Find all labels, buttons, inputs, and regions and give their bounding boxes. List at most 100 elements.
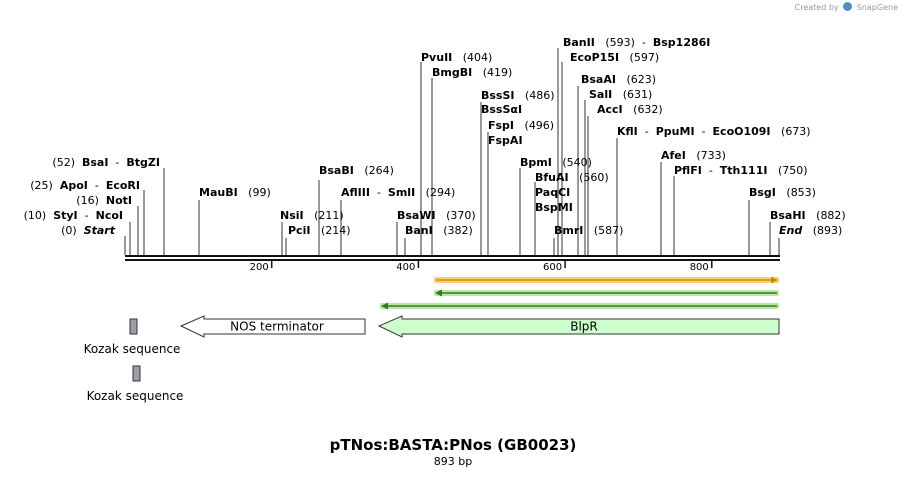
enzyme-name: BfuAI [535,171,569,184]
enzyme-position: (597) [619,51,659,64]
enzyme-label-row[interactable]: AfeI (733) [661,149,726,162]
enzyme-name: BmgBI [432,66,472,79]
enzyme-position: (404) [452,51,492,64]
feature-label: Kozak sequence [87,389,184,403]
enzyme-label-row[interactable]: AflIII - SmlI (294) [341,186,455,199]
enzyme-label-row[interactable]: BanI (382) [405,224,473,237]
enzyme-name: BsgI [749,186,776,199]
enzyme-label-row[interactable]: (16) NotI [76,194,132,207]
enzyme-label-row[interactable]: PflFI - Tth111I (750) [674,164,808,177]
enzyme-name: BtgZI [126,156,160,169]
enzyme-label-row[interactable]: BsgI (853) [749,186,816,199]
orf-reverse-1[interactable] [434,289,779,297]
enzyme-name: Bsp1286I [653,36,711,49]
credit-text: Created by [794,3,839,12]
enzyme-label-row[interactable]: BspMI [535,201,573,214]
feature-kozak-1[interactable]: Kozak sequence [84,318,181,356]
enzyme-position: (560) [569,171,609,184]
feature-nos-terminator[interactable]: NOS terminator [179,315,366,338]
snapgene-credit: Created by SnapGene [795,2,898,12]
enzyme-name: BmrI [554,224,583,237]
enzyme-name: Start [84,224,116,237]
enzyme-name: PaqCI [535,186,570,199]
enzyme-label-row[interactable]: BsaBI (264) [319,164,394,177]
enzyme-label-row[interactable]: (25) ApoI - EcoRI [30,179,140,192]
enzyme-position: (10) [24,209,54,222]
enzyme-label-row[interactable]: BmrI (587) [554,224,623,237]
enzyme-position: (623) [616,73,656,86]
ruler-tick-label: 400 [396,262,415,273]
enzyme-label-row[interactable]: End (893) [779,224,842,237]
enzyme-separator: - [370,186,388,199]
enzyme-separator: - [635,36,653,49]
enzyme-label-row[interactable]: SalI (631) [589,88,652,101]
enzyme-position: (294) [415,186,455,199]
enzyme-name: SalI [589,88,612,101]
enzyme-position: (52) [52,156,82,169]
enzyme-label-row[interactable]: FspI (496) [488,119,554,132]
enzyme-position: (16) [76,194,106,207]
enzyme-label-row[interactable]: BssSI (486) [481,89,555,102]
enzyme-label-row[interactable]: (0) Start [61,224,116,237]
enzyme-label-row[interactable]: BfuAI (560) [535,171,609,184]
map-length: 893 bp [433,455,473,468]
enzyme-label-row[interactable]: BmgBI (419) [432,66,512,79]
enzyme-label-row[interactable]: BssSαI [481,103,522,116]
enzyme-label-row[interactable]: PciI (214) [288,224,351,237]
enzyme-label-row[interactable]: PaqCI [535,186,570,199]
enzyme-label-row[interactable]: FspAI [488,134,523,147]
orf-forward[interactable] [434,276,779,284]
orf-reverse-2[interactable] [380,302,779,310]
enzyme-separator: - [88,179,106,192]
feature-label: BlpR [570,320,598,334]
enzyme-label-row[interactable]: AccI (632) [597,103,663,116]
enzyme-label-row[interactable]: PvuII (404) [421,51,492,64]
enzyme-sites: BanII (593) - Bsp1286I EcoP15I (597) BsaAI… [24,36,846,255]
enzyme-name: NotI [106,194,132,207]
enzyme-label-row[interactable]: KflI - PpuMI - EcoO109I (673) [617,125,811,138]
enzyme-position: (593) [595,36,635,49]
enzyme-position: (540) [552,156,592,169]
enzyme-name: BspMI [535,201,573,214]
enzyme-position: (264) [354,164,394,177]
enzyme-position: (0) [61,224,84,237]
enzyme-name: FspI [488,119,514,132]
enzyme-label-row[interactable]: BpmI (540) [520,156,592,169]
enzyme-name: BpmI [520,156,552,169]
enzyme-label-row[interactable]: (52) BsaI - BtgZI [52,156,160,169]
enzyme-label-row[interactable]: BsaWI (370) [397,209,476,222]
enzyme-name: End [779,224,802,237]
enzyme-name: KflI [617,125,638,138]
cut-site-lines [124,48,780,255]
enzyme-separator: - [78,209,96,222]
enzyme-label-row[interactable]: NsiI (211) [280,209,344,222]
enzyme-position: (382) [433,224,473,237]
enzyme-position: (632) [623,103,663,116]
enzyme-label-row[interactable]: BanII (593) - Bsp1286I [563,36,710,49]
enzyme-name: AccI [597,103,623,116]
enzyme-position: (486) [515,89,555,102]
enzyme-position: (496) [514,119,554,132]
enzyme-name: BanI [405,224,433,237]
enzyme-label-row[interactable]: BsaHI (882) [770,209,846,222]
enzyme-name: BsaI [82,156,108,169]
enzyme-label-row[interactable]: BsaAI (623) [581,73,656,86]
enzyme-label-row[interactable]: (10) StyI - NcoI [24,209,123,222]
feature-blpr[interactable]: BlpR [377,315,780,338]
enzyme-position: (587) [583,224,623,237]
enzyme-name: PpuMI [656,125,695,138]
enzyme-name: PvuII [421,51,452,64]
ruler-tick-label: 200 [250,262,269,273]
feature-kozak-2[interactable]: Kozak sequence [87,365,184,403]
enzyme-name: EcoRI [106,179,140,192]
enzyme-name: AflIII [341,186,370,199]
enzyme-position: (25) [30,179,60,192]
feature-label: Kozak sequence [84,342,181,356]
enzyme-position: (733) [686,149,726,162]
enzyme-separator: - [638,125,656,138]
enzyme-label-row[interactable]: MauBI (99) [199,186,271,199]
enzyme-label-row[interactable]: EcoP15I (597) [570,51,659,64]
enzyme-position: (882) [806,209,846,222]
enzyme-name: BsaBI [319,164,354,177]
